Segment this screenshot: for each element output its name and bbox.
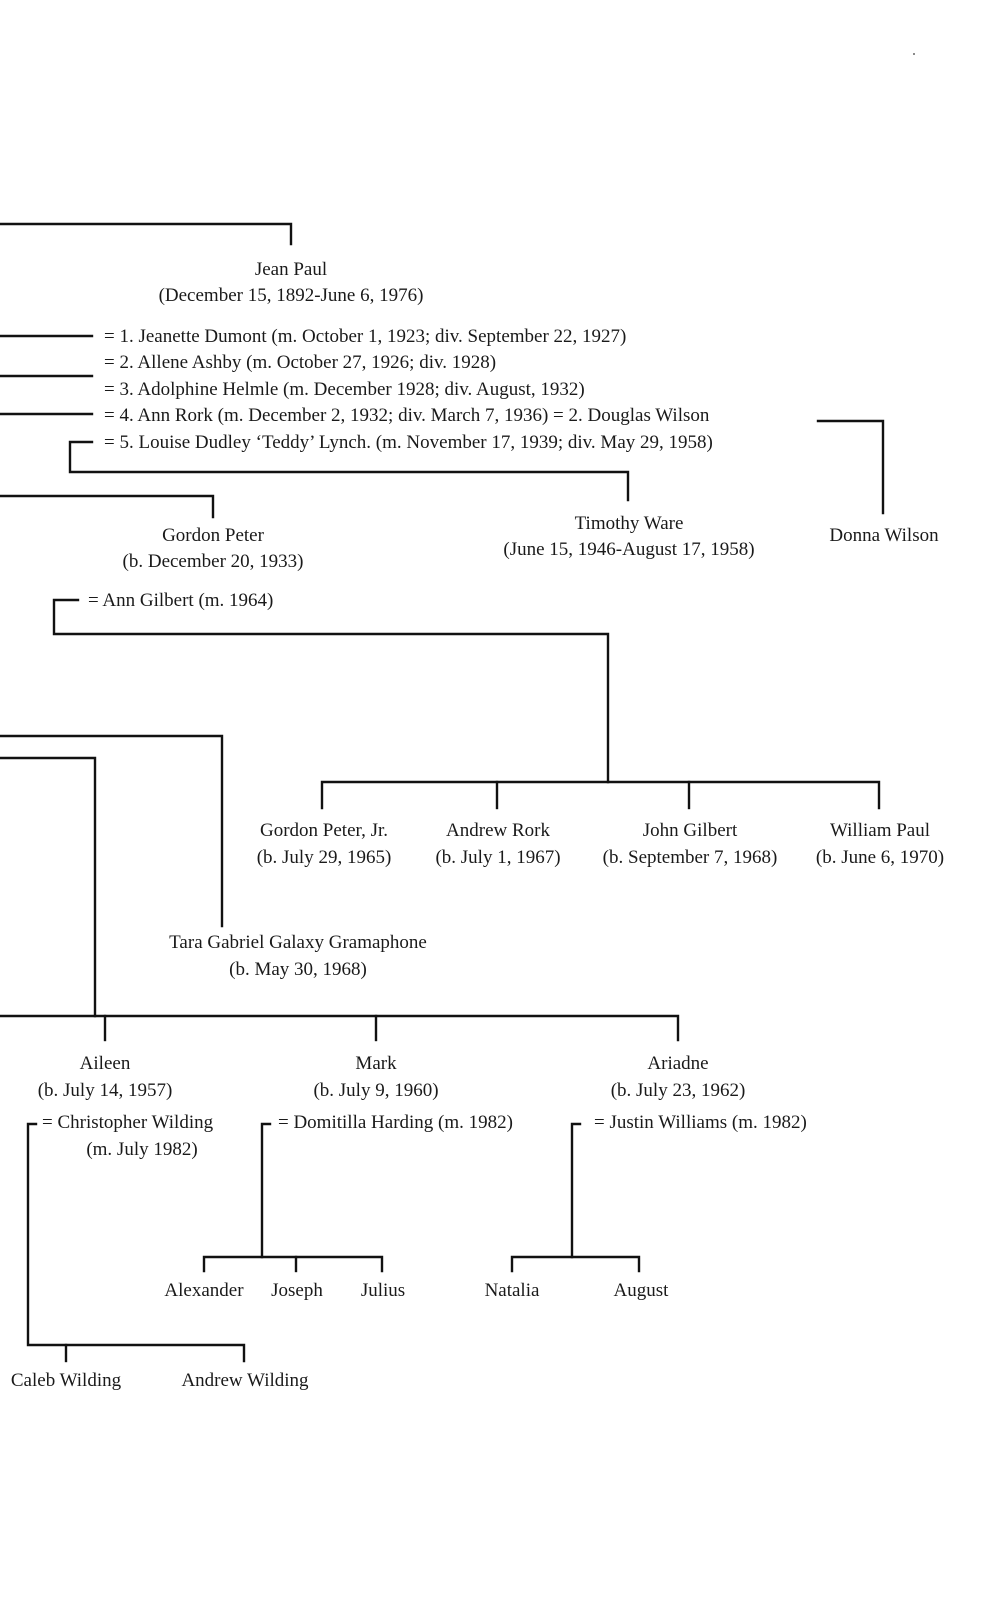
tara-name: Tara Gabriel Galaxy Gramaphone (169, 932, 427, 953)
gordon-peter-marriage: = Ann Gilbert (m. 1964) (88, 590, 274, 611)
child-name: Gordon Peter, Jr. (260, 820, 388, 841)
marriage-3: = 3. Adolphine Helmle (m. December 1928;… (104, 379, 585, 400)
grandchild-name: Caleb Wilding (10, 1370, 122, 1391)
donna-wilson-name: Donna Wilson (829, 525, 939, 546)
marriage-5: = 5. Louise Dudley ‘Teddy’ Lynch. (m. No… (104, 432, 713, 453)
line-gilbert-marriage (52, 598, 610, 784)
line-mark-marriage (260, 1122, 272, 1259)
line-ariadne-marriage (570, 1122, 582, 1259)
aileen-name: Aileen (79, 1053, 131, 1074)
line-to-gordon-peter (0, 494, 215, 519)
marriage-2: = 2. Allene Ashby (m. October 27, 1926; … (104, 352, 497, 373)
scan-speck (913, 53, 915, 55)
line-to-third-gen (0, 756, 97, 1018)
child-dates: (b. September 7, 1968) (602, 847, 778, 868)
marriage-1: = 1. Jeanette Dumont (m. October 1, 1923… (104, 326, 627, 347)
aileen-dates: (b. July 14, 1957) (37, 1080, 173, 1101)
grandchild-name: Joseph (271, 1280, 323, 1301)
line-to-jean-paul (0, 222, 293, 246)
child-name: William Paul (829, 820, 931, 841)
timothy-ware-name: Timothy Ware (574, 513, 684, 534)
aileen-marriage-date: (m. July 1982) (86, 1139, 198, 1160)
child-dates: (b. July 1, 1967) (435, 847, 561, 868)
grandchild-name: Natalia (484, 1280, 540, 1301)
child-dates: (b. June 6, 1970) (815, 847, 945, 868)
ariadne-marriage: = Justin Williams (m. 1982) (594, 1112, 807, 1133)
line-wilson-to-donna (816, 419, 885, 515)
grandchild-name: Andrew Wilding (181, 1370, 309, 1391)
line-aileen-marriage (26, 1122, 246, 1363)
child-name: Andrew Rork (446, 820, 550, 841)
gordon-peter-dates: (b. December 20, 1933) (122, 551, 304, 572)
line-gordon-children-bar (320, 780, 881, 810)
tara-dates: (b. May 30, 1968) (229, 959, 367, 980)
grandchild-name: Alexander (164, 1280, 244, 1301)
marriage-4: = 4. Ann Rork (m. December 2, 1932; div.… (104, 405, 710, 426)
line-marriage-5-to-timothy (68, 440, 630, 502)
gordon-peter-name: Gordon Peter (162, 525, 264, 546)
line-ariadne-children-bar (510, 1255, 641, 1273)
mark-dates: (b. July 9, 1960) (313, 1080, 439, 1101)
jean-paul-dates: (December 15, 1892-June 6, 1976) (158, 285, 424, 306)
timothy-ware-dates: (June 15, 1946-August 17, 1958) (503, 539, 755, 560)
grandchild-name: August (613, 1280, 669, 1301)
child-dates: (b. July 29, 1965) (256, 847, 392, 868)
mark-marriage: = Domitilla Harding (m. 1982) (278, 1112, 513, 1133)
grandchild-name: Julius (360, 1280, 406, 1301)
jean-paul-name: Jean Paul (254, 259, 328, 280)
ariadne-name: Ariadne (647, 1053, 709, 1074)
aileen-marriage: = Christopher Wilding (42, 1112, 214, 1133)
child-name: John Gilbert (642, 820, 738, 841)
mark-name: Mark (355, 1053, 397, 1074)
ariadne-dates: (b. July 23, 1962) (610, 1080, 746, 1101)
line-mark-children-bar (202, 1255, 384, 1273)
line-third-gen-bar (0, 1014, 680, 1042)
line-to-tara (0, 734, 224, 928)
